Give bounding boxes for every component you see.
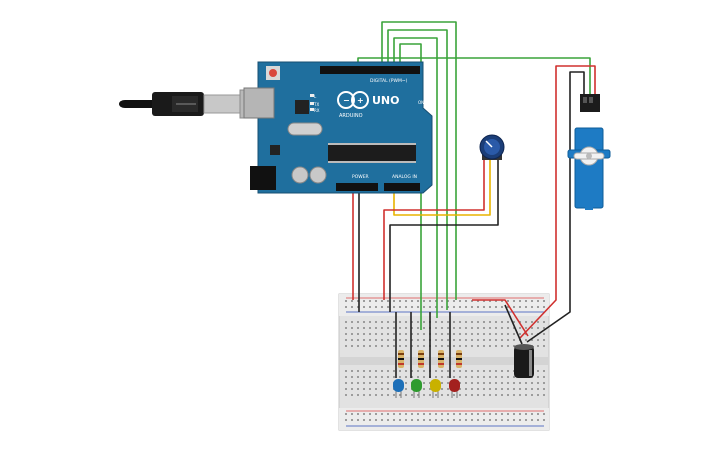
servo-motor[interactable] xyxy=(567,94,611,210)
wire-servo-vcc xyxy=(519,65,596,339)
analog-header-label: ANALOG IN xyxy=(392,174,417,180)
potentiometer[interactable] xyxy=(479,134,505,160)
led-red[interactable] xyxy=(449,379,460,398)
wire-green-3 xyxy=(393,37,438,318)
led-rx-label: RX xyxy=(314,108,320,113)
reset-button[interactable] xyxy=(269,69,277,77)
resistor[interactable] xyxy=(398,350,404,368)
svg-text:−: − xyxy=(343,96,350,105)
digital-header-label: DIGITAL (PWM~) xyxy=(370,78,408,84)
wires xyxy=(352,21,596,378)
resistor[interactable] xyxy=(456,350,462,368)
arduino-uno[interactable]: − + ARDUINO UNO DIGITAL (PWM~) POWER ANA… xyxy=(243,61,433,194)
wire-pot-signal xyxy=(393,160,491,216)
wire-cap-black xyxy=(504,304,523,345)
led-yellow[interactable] xyxy=(430,379,441,398)
model-label: UNO xyxy=(372,94,400,107)
led-blue[interactable] xyxy=(393,379,404,398)
resistor[interactable] xyxy=(418,350,424,368)
svg-text:+: + xyxy=(357,96,364,105)
led-tx-label: TX xyxy=(313,102,319,107)
led-on-label: ON xyxy=(418,100,424,105)
wire-cap-red xyxy=(472,299,529,337)
wire-servo-gnd xyxy=(526,71,585,343)
led-l-label: L xyxy=(314,94,317,99)
usb-cable xyxy=(119,89,263,119)
wire-green-1 xyxy=(381,21,457,300)
resistor[interactable] xyxy=(438,350,444,368)
capacitor[interactable] xyxy=(514,344,534,378)
leds xyxy=(393,379,460,398)
power-header-label: POWER xyxy=(352,174,369,180)
wire-pot-gnd xyxy=(389,160,499,312)
led-green[interactable] xyxy=(411,379,422,398)
wire-pot-vcc xyxy=(383,160,485,300)
brand-label: ARDUINO xyxy=(339,113,363,119)
resistors xyxy=(398,350,462,368)
wire-green-2 xyxy=(387,29,448,310)
